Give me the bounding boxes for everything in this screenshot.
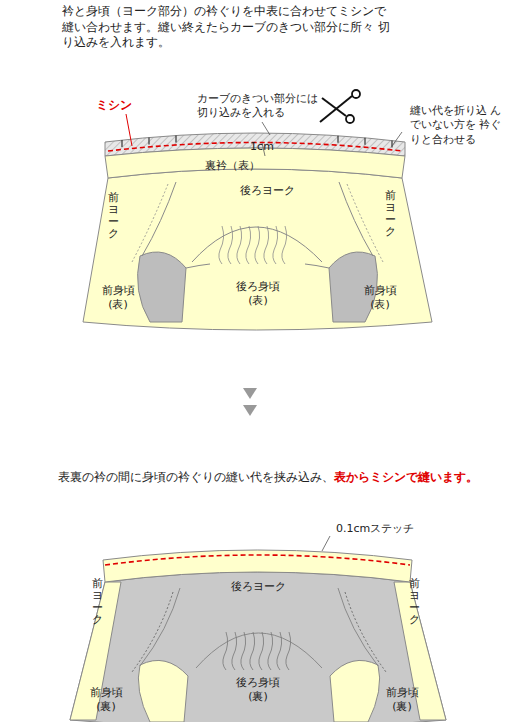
down-arrow xyxy=(243,388,257,399)
bodice-front-side xyxy=(83,169,432,330)
part-name: 後ろ身頃 (表) xyxy=(229,280,287,309)
dimension: 1cm xyxy=(250,140,274,154)
instruction-note: 衿と身頃（ヨーク部分）の衿ぐりを中表に合わせてミシンで 縫い合わせます。縫い終え… xyxy=(62,4,397,51)
note-label: 縫い代を折り込 んでいない方を 衿ぐりと合わせる xyxy=(410,104,502,147)
part-name: 前ヨーク xyxy=(92,578,103,626)
gather-mark xyxy=(241,632,246,670)
gather-mark xyxy=(282,226,287,264)
down-arrow xyxy=(243,405,257,416)
clip-notch xyxy=(121,140,122,147)
scissors-handle xyxy=(346,115,354,123)
gather-mark xyxy=(268,632,273,670)
bodice-back-side xyxy=(70,572,446,722)
part-name: 裏衿（表） xyxy=(205,159,260,173)
part-name: 後ろヨーク xyxy=(231,580,286,594)
scissors-handle xyxy=(352,90,360,98)
clip-notch xyxy=(148,137,149,144)
leader-line xyxy=(262,122,270,135)
topstitch xyxy=(347,184,383,262)
gather-mark xyxy=(228,226,233,264)
yoke-seam xyxy=(142,182,176,256)
yoke-seam xyxy=(338,588,378,666)
gather-mark xyxy=(277,632,282,670)
part-name: 後ろ身頃 (裏) xyxy=(229,676,287,705)
clip-notch xyxy=(175,135,176,142)
gather-mark xyxy=(219,226,224,264)
part-name: 前身頃 (裏) xyxy=(380,686,424,715)
figure-two xyxy=(70,536,446,722)
clip-notch xyxy=(391,141,392,148)
armhole-gap xyxy=(330,660,380,722)
gather-mark xyxy=(264,226,269,264)
yoke-seam xyxy=(140,588,180,666)
back-yoke-seam xyxy=(192,227,322,262)
yoke-seam xyxy=(305,264,329,268)
scissors-blade xyxy=(320,96,352,122)
collar-band xyxy=(103,550,412,582)
gather-mark xyxy=(246,226,251,264)
clip-notch xyxy=(364,138,365,145)
front-facing xyxy=(394,582,446,720)
yoke-seam xyxy=(186,264,210,268)
stitch-label: ミシン xyxy=(96,98,132,114)
part-name: 前ヨーク xyxy=(409,578,420,626)
yoke-seam xyxy=(339,182,373,256)
gather-mark xyxy=(259,632,264,670)
part-name: 前ヨーク xyxy=(385,190,396,238)
part-name: 後ろヨーク xyxy=(240,184,295,198)
gather-mark xyxy=(255,226,260,264)
callout-label: 0.1cmステッチ xyxy=(336,522,414,536)
instruction-emphasis: 表からミシンで縫います。 xyxy=(334,470,478,486)
note-label: カーブのきつい部分には 切り込みを入れる xyxy=(197,92,332,121)
scissors-icon xyxy=(320,90,360,123)
armhole-gap xyxy=(138,252,186,322)
gather-mark xyxy=(250,632,255,670)
part-name: 前身頃 (表) xyxy=(358,284,402,313)
gather-mark xyxy=(237,226,242,264)
part-name: 前身頃 (表) xyxy=(96,284,140,313)
figure-one xyxy=(83,90,432,330)
clip-notch xyxy=(337,136,338,143)
gather-mark xyxy=(223,632,228,670)
leader-line xyxy=(392,132,402,146)
gather-mark xyxy=(232,632,237,670)
part-name: 前身頃 (裏) xyxy=(84,686,128,715)
scissors-blade xyxy=(322,98,346,116)
instruction-note: 表裏の衿の間に身頃の衿ぐりの縫い代を挟み込み、 xyxy=(58,470,334,486)
stitch-line xyxy=(105,555,410,565)
part-name: 前ヨーク xyxy=(108,192,119,240)
overlock xyxy=(345,592,386,672)
gather-mark xyxy=(273,226,278,264)
gather-mark xyxy=(286,632,291,670)
topstitch xyxy=(132,184,168,262)
leader-line xyxy=(322,536,330,551)
overlock xyxy=(132,592,173,672)
leader-line xyxy=(126,114,132,146)
armhole-gap xyxy=(138,660,188,722)
